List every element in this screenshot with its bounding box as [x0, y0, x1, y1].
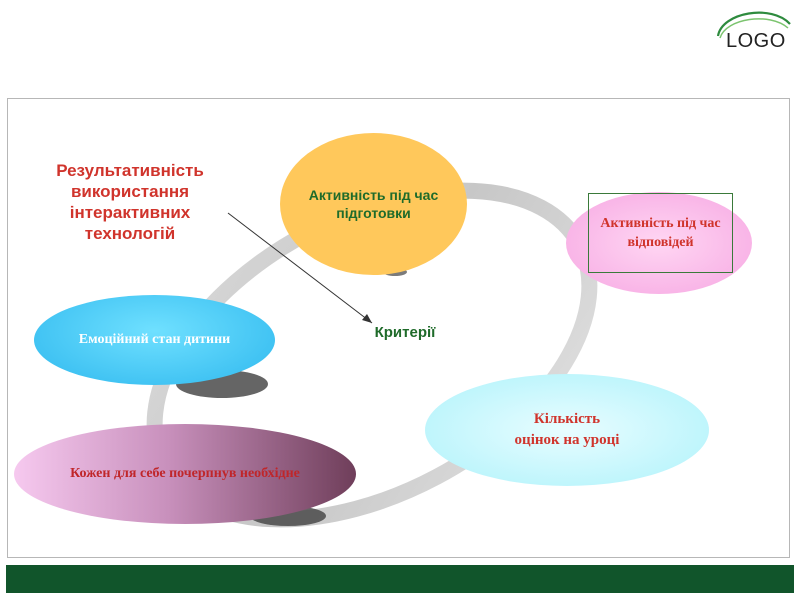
node-emotional-state: Емоційний стан дитини — [34, 295, 275, 385]
diagram-frame — [7, 98, 790, 558]
node-preparation-activity: Активність під час підготовки — [280, 133, 467, 275]
logo-swoosh-icon — [716, 11, 791, 39]
node-preparation-label: Активність під час підготовки — [308, 187, 439, 221]
logo-text: LOGO — [726, 30, 786, 52]
diagram-title: Результативність використання інтерактив… — [56, 161, 204, 243]
logo: LOGO — [712, 6, 796, 56]
node-answers-label: Активність під час відповідей — [600, 216, 721, 250]
node-answers-activity — [566, 192, 752, 294]
node-emotional-label: Емоційний стан дитини — [78, 332, 231, 347]
center-label: Критерії — [374, 324, 436, 341]
node-grades-count: Кількість оцінок на уроці — [425, 374, 709, 486]
node-grades-label: Кількість оцінок на уроці — [514, 411, 620, 448]
node-each-learned: Кожен для себе почерпнув необхідне — [14, 424, 356, 524]
node-answers-label-box: Активність під час відповідей — [588, 193, 733, 273]
node-each-label: Кожен для себе почерпнув необхідне — [70, 466, 300, 481]
footer-bar — [6, 565, 794, 593]
